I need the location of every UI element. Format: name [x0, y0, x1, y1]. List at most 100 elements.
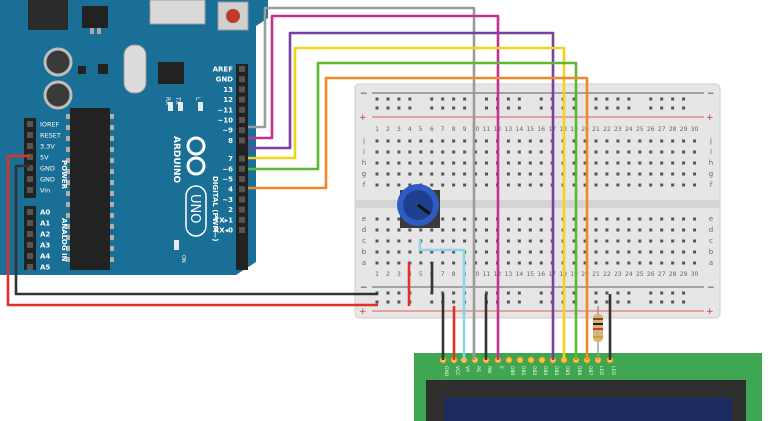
breadboard-hole[interactable]: [660, 228, 664, 232]
breadboard-hole[interactable]: [627, 172, 631, 176]
breadboard-hole[interactable]: [528, 261, 532, 265]
rail-hole[interactable]: [649, 300, 653, 304]
rail-hole[interactable]: [660, 106, 664, 110]
breadboard-hole[interactable]: [660, 261, 664, 265]
breadboard-hole[interactable]: [463, 228, 467, 232]
breadboard-hole[interactable]: [605, 150, 609, 154]
breadboard-hole[interactable]: [375, 139, 379, 143]
rail-hole[interactable]: [386, 106, 390, 110]
breadboard-hole[interactable]: [386, 250, 390, 254]
analog-pin-socket[interactable]: [27, 209, 33, 215]
breadboard-hole[interactable]: [583, 217, 587, 221]
breadboard-hole[interactable]: [463, 172, 467, 176]
rail-hole[interactable]: [605, 106, 609, 110]
breadboard-hole[interactable]: [682, 250, 686, 254]
breadboard-hole[interactable]: [693, 183, 697, 187]
breadboard-hole[interactable]: [397, 228, 401, 232]
breadboard-hole[interactable]: [682, 239, 686, 243]
breadboard-hole[interactable]: [649, 150, 653, 154]
rail-hole[interactable]: [649, 97, 653, 101]
breadboard-hole[interactable]: [627, 239, 631, 243]
rail-hole[interactable]: [506, 106, 510, 110]
breadboard-hole[interactable]: [506, 139, 510, 143]
wire-black-gnd[interactable]: [14, 164, 378, 296]
breadboard-hole[interactable]: [594, 217, 598, 221]
breadboard-hole[interactable]: [485, 250, 488, 254]
breadboard-hole[interactable]: [506, 239, 510, 243]
breadboard-hole[interactable]: [627, 161, 631, 165]
rail-hole[interactable]: [452, 106, 456, 110]
breadboard-hole[interactable]: [583, 172, 587, 176]
power-pin-socket[interactable]: [27, 121, 33, 127]
breadboard-hole[interactable]: [627, 139, 631, 143]
breadboard-hole[interactable]: [419, 250, 423, 254]
rail-hole[interactable]: [408, 97, 412, 101]
breadboard-hole[interactable]: [528, 217, 532, 221]
breadboard-hole[interactable]: [539, 161, 543, 165]
breadboard-hole[interactable]: [671, 228, 675, 232]
wire-magenta-pin11[interactable]: [248, 14, 500, 360]
lcd-pin[interactable]: [505, 356, 513, 364]
breadboard-hole[interactable]: [649, 217, 653, 221]
digital-pin-socket[interactable]: [239, 96, 245, 103]
breadboard-hole[interactable]: [528, 239, 532, 243]
breadboard-hole[interactable]: [583, 250, 587, 254]
breadboard-hole[interactable]: [463, 239, 467, 243]
rail-hole[interactable]: [463, 97, 467, 101]
rail-hole[interactable]: [441, 291, 445, 295]
breadboard-hole[interactable]: [616, 161, 620, 165]
breadboard-hole[interactable]: [682, 172, 686, 176]
breadboard-hole[interactable]: [463, 150, 467, 154]
breadboard-hole[interactable]: [452, 239, 456, 243]
breadboard-hole[interactable]: [572, 172, 576, 176]
breadboard-hole[interactable]: [386, 239, 390, 243]
breadboard-hole[interactable]: [408, 161, 412, 165]
breadboard-hole[interactable]: [408, 150, 412, 154]
breadboard-hole[interactable]: [463, 161, 467, 165]
breadboard-hole[interactable]: [517, 161, 521, 165]
breadboard-hole[interactable]: [594, 172, 598, 176]
breadboard-hole[interactable]: [386, 217, 390, 221]
breadboard-hole[interactable]: [649, 139, 653, 143]
breadboard-hole[interactable]: [430, 239, 434, 243]
breadboard-hole[interactable]: [616, 217, 620, 221]
wire-gray-pin12[interactable]: [248, 6, 476, 360]
breadboard-hole[interactable]: [452, 172, 456, 176]
breadboard-hole[interactable]: [627, 183, 631, 187]
breadboard-hole[interactable]: [463, 183, 467, 187]
rail-hole[interactable]: [671, 97, 675, 101]
rail-hole[interactable]: [682, 291, 686, 295]
wire-red-5v[interactable]: [6, 154, 378, 307]
rail-hole[interactable]: [517, 106, 521, 110]
lcd-pin[interactable]: [516, 356, 524, 364]
breadboard-hole[interactable]: [485, 183, 488, 187]
breadboard-hole[interactable]: [485, 261, 488, 265]
breadboard-hole[interactable]: [452, 228, 456, 232]
breadboard-hole[interactable]: [693, 239, 697, 243]
digital-pin-socket[interactable]: [239, 106, 245, 113]
rail-hole[interactable]: [539, 106, 543, 110]
rail-hole[interactable]: [386, 291, 390, 295]
breadboard-hole[interactable]: [441, 150, 445, 154]
breadboard-hole[interactable]: [671, 139, 675, 143]
breadboard-hole[interactable]: [605, 139, 609, 143]
breadboard-hole[interactable]: [638, 183, 642, 187]
breadboard-hole[interactable]: [506, 172, 510, 176]
breadboard-hole[interactable]: [671, 150, 675, 154]
breadboard-hole[interactable]: [485, 139, 488, 143]
rail-hole[interactable]: [517, 291, 521, 295]
rail-hole[interactable]: [627, 106, 631, 110]
breadboard-hole[interactable]: [441, 139, 445, 143]
breadboard-hole[interactable]: [485, 239, 488, 243]
breadboard-hole[interactable]: [682, 217, 686, 221]
rail-hole[interactable]: [441, 97, 445, 101]
breadboard-hole[interactable]: [638, 261, 642, 265]
breadboard-hole[interactable]: [528, 183, 532, 187]
digital-pin-socket[interactable]: [239, 206, 245, 213]
breadboard-hole[interactable]: [594, 250, 598, 254]
breadboard-hole[interactable]: [616, 261, 620, 265]
breadboard-hole[interactable]: [693, 217, 697, 221]
rail-hole[interactable]: [397, 97, 401, 101]
rail-hole[interactable]: [616, 291, 620, 295]
breadboard-hole[interactable]: [693, 250, 697, 254]
